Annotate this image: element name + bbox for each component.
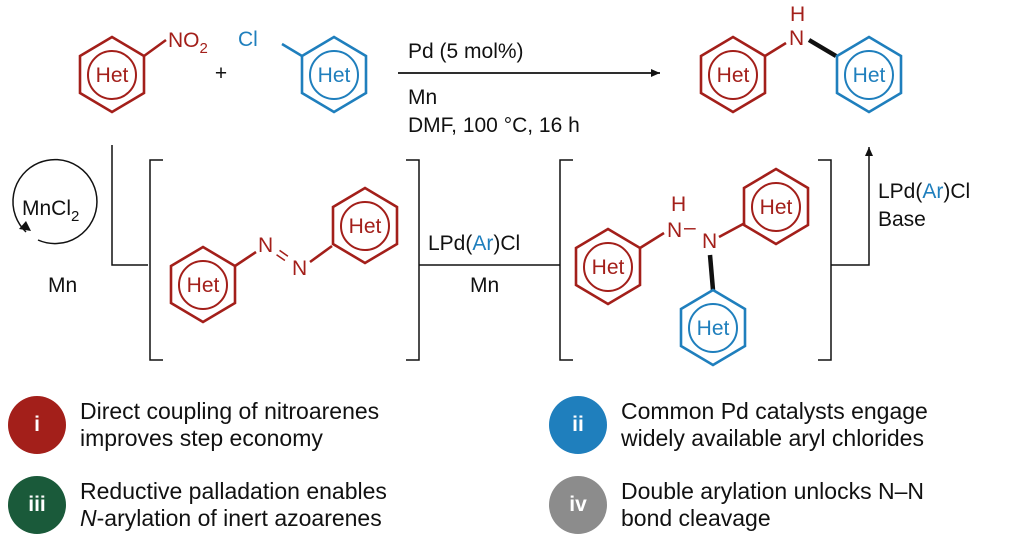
hydrazine-blue-ring: Het [679, 288, 747, 367]
azo-double-bond: = [270, 243, 293, 269]
azo-bracket-left [149, 159, 163, 361]
hydrazine-bracket-right [818, 159, 832, 361]
italic-N: N [80, 505, 97, 531]
het-label: Het [187, 274, 220, 297]
chloroarene-ring: Het [300, 35, 368, 114]
path-line-3 [831, 147, 873, 266]
amine-H-label: H [790, 3, 805, 26]
hydrazine-red-ring: Het [574, 227, 642, 306]
mn-reductant-label: Mn [48, 274, 77, 297]
feature-line-1: Direct coupling of nitroarenes [80, 398, 380, 424]
path-line-1 [111, 145, 148, 266]
plus-sign: + [215, 62, 227, 85]
feature-line-1: Common Pd catalysts engage [621, 398, 928, 424]
product-blue-ring: Het [835, 35, 903, 114]
step3-base-label: Base [878, 208, 926, 231]
nitro-group-label: NO2 [168, 29, 208, 57]
reductant-label: Mn [408, 86, 437, 109]
feature-line-2: bond cleavage [621, 505, 771, 531]
conditions-label: DMF, 100 °C, 16 h [408, 114, 580, 137]
hydrazine-N1-label: N [667, 219, 682, 242]
hydrazine-red-ring-2: Het [742, 167, 810, 246]
feature-iii: iii Reductive palladation enables N-aryl… [8, 476, 387, 534]
product-red-ring: Het [699, 35, 767, 114]
svg-text:MnCl2: MnCl2 [22, 197, 79, 225]
new-CN-bond [807, 38, 838, 58]
azo-red-ring-2: Het [331, 186, 399, 265]
het-label: Het [697, 317, 730, 340]
feature-line-2: N-arylation of inert azoarenes [80, 505, 382, 531]
azo-N2-label: N [292, 257, 307, 280]
chloro-label: Cl [238, 28, 258, 51]
het-label: Het [592, 256, 625, 279]
feature-iv: iv Double arylation unlocks N–N bond cle… [549, 476, 924, 534]
het-label: Het [760, 196, 793, 219]
azo-red-ring: Het [169, 245, 237, 324]
mncl2-cycle: MnCl2 [12, 158, 98, 245]
hydrazine-new-bond [707, 254, 716, 291]
feature-badge: iv [549, 476, 607, 534]
catalyst-label: Pd (5 mol%) [408, 40, 524, 63]
feature-badge: ii [549, 396, 607, 454]
feature-line-2: improves step economy [80, 425, 323, 451]
step3-reagent-label: LPd(Ar)Cl [878, 180, 970, 203]
hydrazine-N2-label: N [702, 230, 717, 253]
feature-i: i Direct coupling of nitroarenes improve… [8, 396, 379, 454]
het-label: Het [717, 64, 750, 87]
hydrazine-dash: – [684, 216, 696, 239]
nitroarene-ring: Het [78, 35, 146, 114]
het-label: Het [349, 215, 382, 238]
step2-mn-label: Mn [470, 274, 499, 297]
feature-ii: ii Common Pd catalysts engage widely ava… [549, 396, 928, 454]
feature-badge: i [8, 396, 66, 454]
feature-line-1: Double arylation unlocks N–N [621, 478, 924, 504]
het-label: Het [96, 64, 129, 87]
het-label: Het [318, 64, 351, 87]
feature-line-1: Reductive palladation enables [80, 478, 387, 504]
feature-line-2: widely available aryl chlorides [621, 425, 924, 451]
het-label: Het [853, 64, 886, 87]
hydrazine-bracket-left [559, 159, 573, 361]
reaction-scheme: Het NO2 + Het Cl Pd (5 mol%) Mn DMF, 100… [12, 3, 970, 367]
feature-badge: iii [8, 476, 66, 534]
step2-reagent-label: LPd(Ar)Cl [428, 232, 520, 255]
azo-N1-label: N [258, 234, 273, 257]
azo-bracket-right [406, 159, 420, 361]
hydrazine-H-label: H [671, 193, 686, 216]
amine-N-label: N [789, 27, 804, 50]
